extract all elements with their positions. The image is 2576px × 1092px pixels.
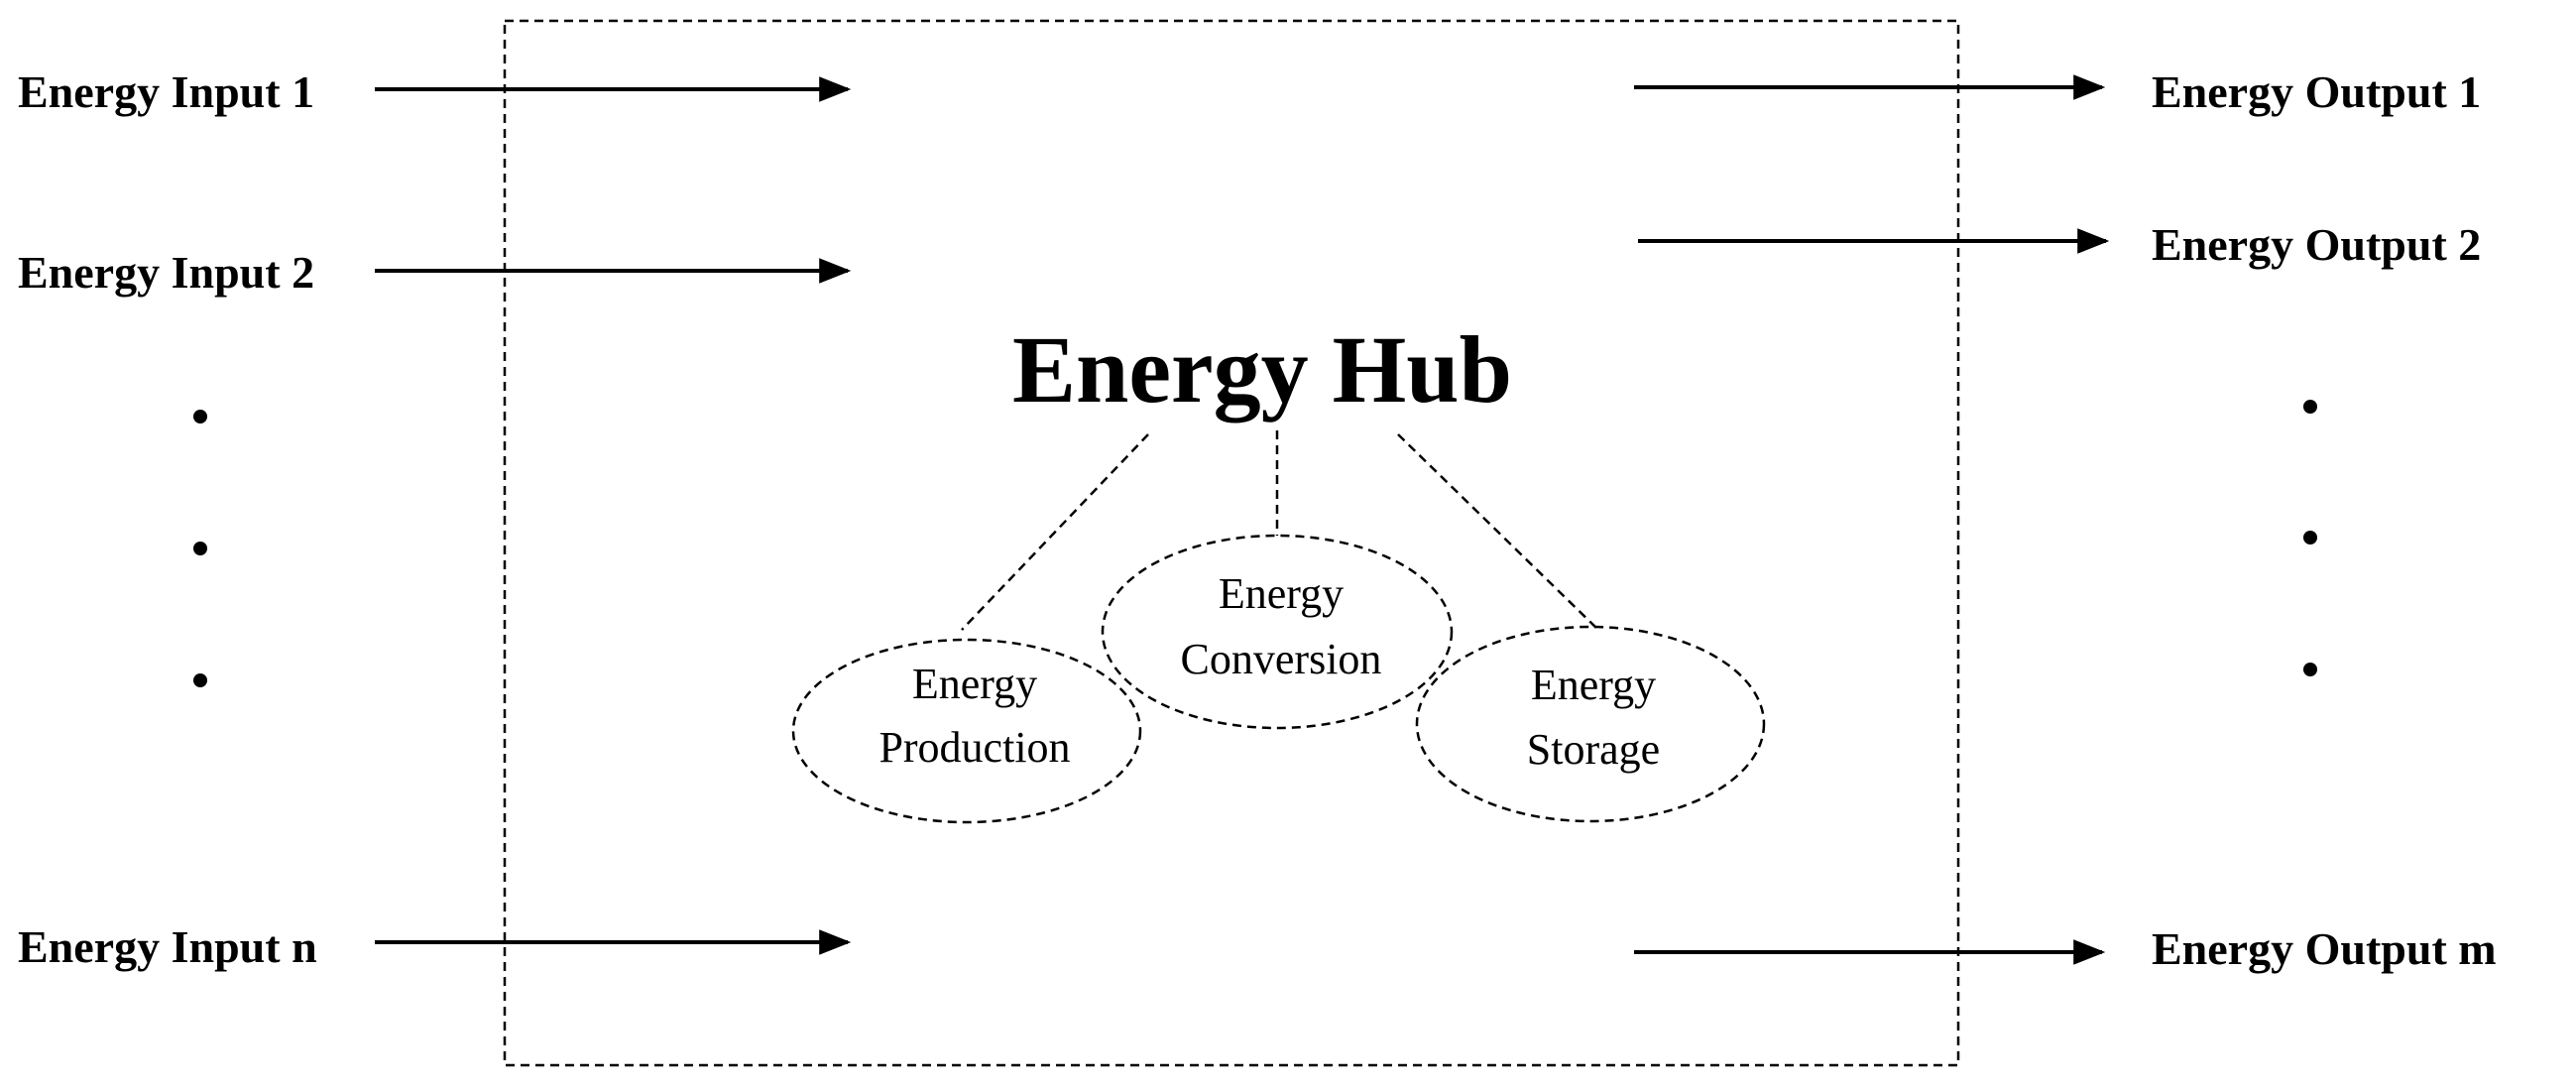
hub-boundary bbox=[503, 19, 1960, 1067]
input-ellipsis-dot bbox=[193, 410, 207, 424]
energy-output-1-label: Energy Output 1 bbox=[2152, 66, 2481, 117]
energy-conversion-line1: Energy bbox=[1219, 569, 1344, 618]
energy-storage-ellipse bbox=[1415, 625, 1766, 823]
production-connector bbox=[961, 433, 1149, 631]
energy-production-ellipse bbox=[791, 638, 1142, 824]
energy-storage-line1: Energy bbox=[1531, 661, 1656, 709]
energy-output-2-label: Energy Output 2 bbox=[2152, 219, 2481, 270]
output-ellipsis-dot bbox=[2303, 400, 2317, 414]
energy-storage-line2: Storage bbox=[1527, 725, 1660, 774]
energy-production-line2: Production bbox=[878, 723, 1070, 772]
hub-title: Energy Hub bbox=[1012, 316, 1512, 423]
energy-production-line1: Energy bbox=[912, 660, 1037, 708]
input-ellipsis-dot bbox=[193, 542, 207, 555]
output-ellipsis-dot bbox=[2303, 531, 2317, 545]
output-ellipsis-dot bbox=[2303, 663, 2317, 676]
storage-connector bbox=[1397, 433, 1599, 631]
energy-input-1-label: Energy Input 1 bbox=[18, 66, 314, 117]
energy-input-2-label: Energy Input 2 bbox=[18, 247, 314, 298]
energy-input-n-label: Energy Input n bbox=[18, 921, 317, 972]
input-ellipsis-dot bbox=[193, 673, 207, 687]
energy-output-m-label: Energy Output m bbox=[2152, 923, 2497, 974]
energy-conversion-ellipse bbox=[1101, 534, 1454, 730]
energy-conversion-line2: Conversion bbox=[1181, 635, 1382, 683]
